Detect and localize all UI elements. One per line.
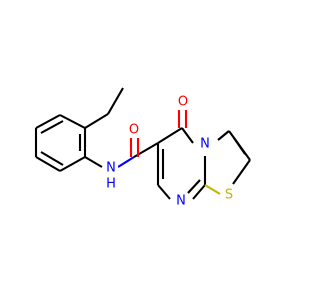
amide-nitrogen-atom: N H — [104, 160, 118, 192]
ring-sulfur-label: S — [225, 188, 233, 203]
pyrimidone-bond-4 — [192, 184, 206, 200]
atom-labels: O N H O N N S — [104, 94, 236, 209]
molecule-canvas: O N H O N N S — [34, 87, 251, 209]
ring-nitrogen-top-label: N — [200, 137, 210, 152]
ring-nitrogen-top-atom: N — [198, 136, 212, 152]
pyrimidone-bond-5 — [157, 184, 171, 200]
thiazole-inner-bond — [233, 137, 246, 155]
thiazole-bond-3 — [232, 159, 251, 185]
ring-oxygen-atom: O — [176, 94, 190, 110]
amide-oxygen-label: O — [129, 123, 139, 138]
pyrimidone-inner-bond-2 — [187, 179, 201, 194]
pyrimidone-bond-2 — [181, 127, 194, 144]
benzene-bond-2 — [35, 114, 61, 129]
benzene-bond-4 — [35, 156, 61, 172]
ethyl-bond-terminal — [107, 87, 124, 115]
amide-nitrogen-label: N — [106, 161, 116, 176]
aryl-amide-bond — [84, 156, 103, 168]
amide-hydrogen-label: H — [106, 177, 116, 192]
bond-group — [34, 87, 251, 200]
ring-nitrogen-bottom-label: N — [176, 194, 186, 209]
thiazole-bond-4 — [204, 184, 221, 195]
benzene-bond-5 — [59, 156, 86, 172]
ethyl-bond-aryl — [84, 113, 109, 129]
thiazole-bond-1 — [217, 130, 230, 141]
benzene-bond-1 — [59, 114, 86, 129]
benzene-inner-bond-2 — [40, 151, 64, 166]
ring-nitrogen-bottom-atom: N — [174, 193, 188, 209]
molecule-structure: O N H O N N S — [34, 87, 251, 209]
pyrimidone-bond-1 — [157, 127, 183, 144]
amide-nitrogen-carbonyl-bond — [117, 156, 135, 168]
benzene-inner-bond-1 — [40, 120, 64, 134]
amide-oxygen-atom: O — [127, 122, 141, 138]
ring-oxygen-label: O — [178, 95, 188, 110]
ring-sulfur-atom: S — [222, 187, 236, 203]
